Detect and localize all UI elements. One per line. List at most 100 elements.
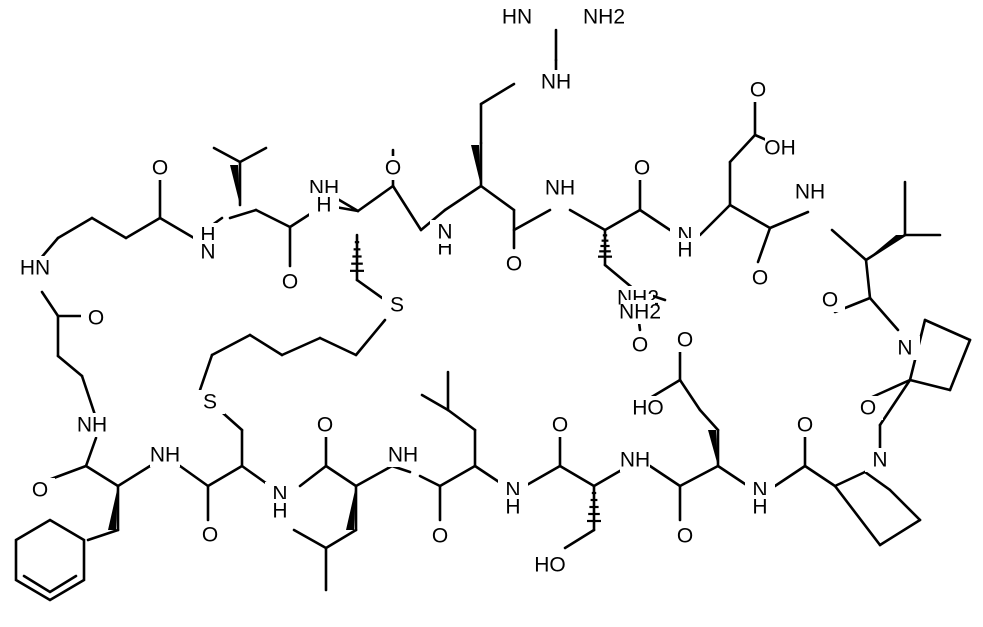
bond [803,464,837,488]
atom-label-background [195,390,225,414]
atom-symbol: H [316,194,331,217]
atom-nh: NH [77,413,107,437]
wedge-bond [708,430,718,466]
atom-n: N [890,336,920,360]
atom-label-background [627,156,657,180]
bond [56,216,94,240]
atom-label-background [670,328,700,352]
atom-label-background [815,288,845,312]
atom-oh: OH [764,136,796,160]
bond [948,338,972,392]
atom-symbol: NH [620,449,650,472]
bond [479,184,516,212]
bond [206,464,244,488]
atom-symbol: S [203,391,217,414]
atom-label-background [745,266,775,290]
bond [86,528,120,542]
atom-o: O [499,252,529,276]
atom-label-background [743,78,773,102]
bond [648,378,682,400]
bond [864,258,872,300]
atom-symbol: N [872,449,887,472]
bond [868,296,900,332]
bond [728,203,772,230]
bond [558,464,596,488]
bond [756,226,772,264]
bond [773,464,807,488]
bond [868,378,912,400]
atom-nh: NH [150,443,180,467]
atom-nh: NH [545,176,575,200]
atom-o: O [275,270,305,294]
atom-n: N [430,220,460,244]
bond [124,216,162,240]
atom-symbol: O [282,271,298,294]
atom-label-background [625,300,655,324]
atom-h: H [745,495,775,519]
bond [446,408,477,432]
bond [888,488,922,522]
wedge-bond [230,165,240,205]
atom-label-background [77,413,107,437]
bond [324,528,358,550]
atom-symbol: NH [545,177,575,200]
atom-label-background [765,136,795,160]
atom-o: O [145,156,175,180]
atom-symbol: O [677,525,693,548]
bond [80,374,98,420]
atom-symbol: O [797,414,813,437]
bond [40,290,60,318]
atom-label-background [865,448,895,472]
bond [563,528,596,550]
bond [678,378,702,412]
atom-label-background [795,180,825,204]
bond [210,333,252,357]
atom-o: O [81,306,111,330]
atom-nh: NH [388,443,418,467]
atom-hn: HN [20,256,50,280]
atom-hn: HN [502,5,532,29]
bond [90,216,128,240]
bond [355,278,387,302]
bond [833,484,882,547]
atom-label-background [541,70,571,94]
bond [298,464,328,488]
bond [523,464,562,488]
atom-label-background [633,396,663,420]
atom-symbol: N [200,241,215,264]
bond [908,378,952,392]
atom-label-background [150,443,180,467]
atom-nh2: NH2 [619,300,661,324]
atom-label-background [193,240,223,264]
bond [698,203,732,237]
bond [923,318,972,342]
atom-symbol: H [677,239,692,262]
bond [648,464,682,488]
atom-nh: NH [620,448,650,472]
bond [833,470,867,488]
bond [84,436,98,468]
atom-o: O [670,328,700,352]
wedge-bond [346,486,356,530]
atom-n: N [865,448,895,472]
atom-label-background [499,252,529,276]
atom-o: O [743,78,773,102]
bond [443,184,483,212]
atom-label-background [265,499,295,523]
bond [356,184,395,213]
atom-o: O [195,523,225,547]
atom-symbol: O [822,289,838,312]
atom-o: O [745,266,775,290]
atom-symbol: O [750,79,766,102]
bond [728,133,757,164]
atom-symbol: H [272,500,287,523]
bond [438,464,477,488]
atom-label-background [625,333,655,357]
bond [638,208,672,232]
bond [420,393,450,412]
atom-label-background [498,495,528,519]
atom-symbol: O [317,414,333,437]
atom-label-background [890,336,920,360]
atom-nh: NH [795,180,825,204]
